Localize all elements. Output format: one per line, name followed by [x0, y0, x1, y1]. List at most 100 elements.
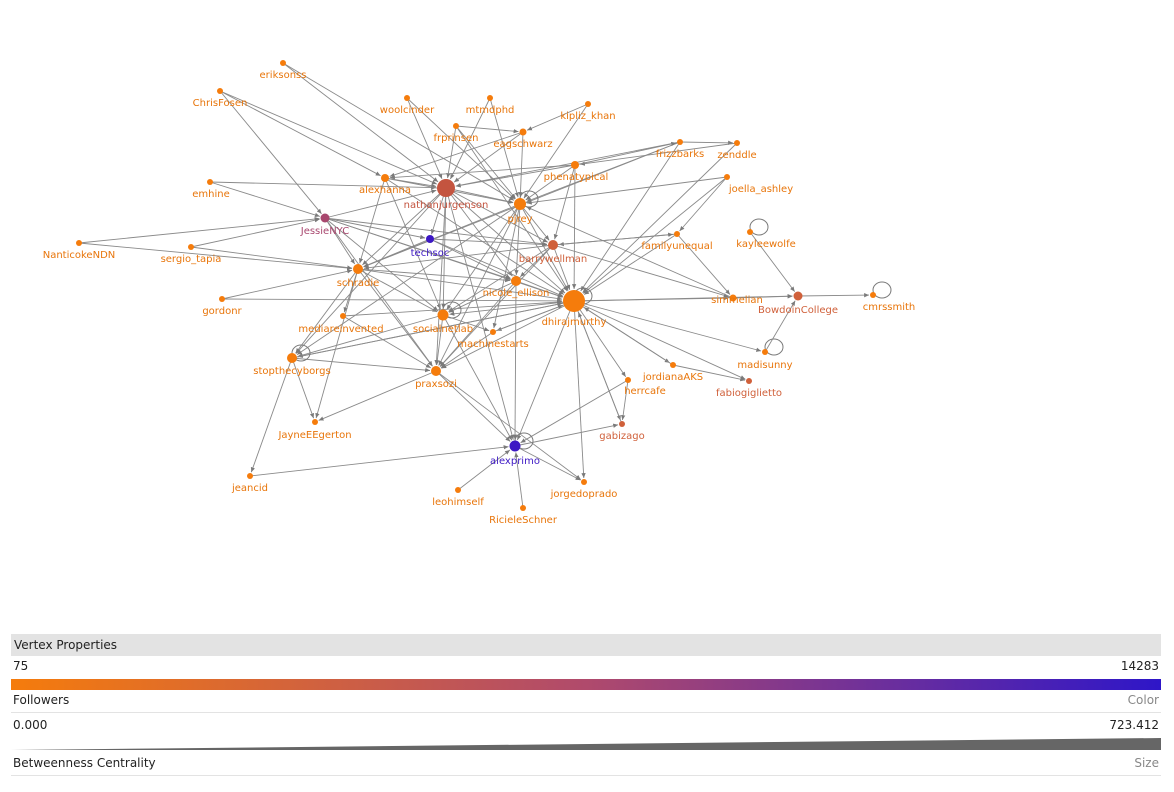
edge-schradie-JayneEEgerton: [315, 268, 359, 419]
node-mtmdphd[interactable]: [487, 95, 493, 101]
node-kipliz_khan[interactable]: [585, 101, 591, 107]
node-socialnetlab[interactable]: [437, 309, 449, 321]
node-stopthecyborgs[interactable]: [287, 353, 297, 363]
edge-JessieNYC-schradie: [324, 217, 356, 265]
edge-jeancid-alexprimo: [249, 445, 509, 477]
node-barrywellman[interactable]: [548, 240, 558, 250]
node-jorgedoprado[interactable]: [581, 479, 587, 485]
node-emhine[interactable]: [207, 179, 213, 185]
node-dhirajmurthy[interactable]: [563, 290, 585, 312]
node-label-stopthecyborgs: stopthecyborgs: [253, 366, 330, 377]
edge-woolcinder-nathanjurgenson: [406, 97, 443, 179]
node-kayleewolfe[interactable]: [747, 229, 753, 235]
size-range-row: 0.000 723.412: [11, 715, 1161, 735]
node-JessieNYC[interactable]: [320, 213, 330, 223]
node-label-techsoc: techsoc: [411, 248, 450, 259]
node-sergio_tapia[interactable]: [188, 244, 194, 250]
edge-gordonr-schradie: [221, 269, 353, 300]
node-leohimself[interactable]: [455, 487, 461, 493]
edge-jordianaAKS-fabiogiglietto: [672, 364, 746, 382]
node-RicieleSchner[interactable]: [520, 505, 526, 511]
node-phenatypical[interactable]: [571, 161, 579, 169]
node-JayneEEgerton[interactable]: [312, 419, 318, 425]
node-label-leohimself: leohimself: [432, 497, 484, 508]
node-NanticokeNDN[interactable]: [76, 240, 82, 246]
edge-zenddle-dhirajmurthy: [582, 142, 738, 293]
node-label-fabiogiglietto: fabiogiglietto: [716, 388, 782, 399]
node-techsoc[interactable]: [426, 235, 434, 243]
edge-herrcafe-alexprimo: [520, 379, 629, 444]
node-fabiogiglietto[interactable]: [746, 378, 752, 384]
edge-jordianaAKS-dhirajmurthy: [583, 307, 674, 366]
node-label-dhirajmurthy: dhirajmurthy: [542, 317, 607, 328]
node-familyunequal[interactable]: [674, 231, 680, 237]
size-max-value: 723.412: [1109, 718, 1159, 732]
node-nathanjurgenson[interactable]: [437, 179, 455, 197]
edge-phenatypical-nathanjurgenson: [455, 164, 576, 188]
node-frprinsen[interactable]: [453, 123, 459, 129]
node-label-familyunequal: familyunequal: [641, 241, 712, 252]
node-zenddle[interactable]: [734, 140, 740, 146]
node-woolcinder[interactable]: [404, 95, 410, 101]
node-label-praxsozi: praxsozi: [415, 379, 457, 390]
edge-JessieNYC-nathanjurgenson: [324, 189, 437, 219]
edge-mediareinvented-praxsozi: [342, 315, 432, 369]
edge-stopthecyborgs-JayneEEgerton: [291, 357, 315, 419]
node-BowdoinCollege[interactable]: [793, 291, 803, 301]
node-joella_ashley[interactable]: [724, 174, 730, 180]
edge-nathanjurgenson-socialnetlab: [441, 187, 447, 309]
edge-socialnetlab-stopthecyborgs: [297, 314, 444, 358]
node-schradie[interactable]: [353, 264, 363, 274]
edge-JessieNYC-nicole_ellison: [324, 217, 511, 280]
node-label-socialnetlab: socialnetlab: [413, 324, 473, 335]
node-pjrey[interactable]: [514, 198, 526, 210]
edge-JessieNYC-barrywellman: [324, 217, 548, 246]
edge-nathanjurgenson-alexprimo: [445, 187, 515, 440]
node-label-zenddle: zenddle: [717, 150, 756, 161]
self-loop-madisunny: [764, 338, 784, 356]
edge-alexhanna-socialnetlab: [384, 177, 441, 310]
node-simmelian[interactable]: [729, 294, 737, 302]
node-eagschwarz[interactable]: [519, 128, 527, 136]
node-ChrisFosen[interactable]: [217, 88, 223, 94]
node-label-mediareinvented: mediareinvented: [298, 324, 383, 335]
color-field-name: Followers: [13, 693, 70, 707]
node-label-schradie: schradie: [337, 278, 380, 289]
edge-praxsozi-jorgedoprado: [435, 370, 582, 480]
node-praxsozi[interactable]: [431, 366, 441, 376]
edge-schradie-dhirajmurthy: [357, 268, 563, 301]
edge-gabizago-dhirajmurthy: [577, 312, 623, 425]
node-eriksonss[interactable]: [280, 60, 286, 66]
node-alexprimo[interactable]: [509, 440, 521, 452]
edge-ChrisFosen-nathanjurgenson: [219, 90, 437, 185]
node-label-kayleewolfe: kayleewolfe: [736, 239, 796, 250]
node-label-jeancid: jeancid: [231, 483, 268, 494]
edge-pjrey-praxsozi: [438, 203, 521, 366]
node-nicole_ellison[interactable]: [511, 276, 521, 286]
node-madisunny[interactable]: [762, 349, 768, 355]
edge-dhirajmurthy-fabiogiglietto: [573, 300, 746, 380]
node-frizzbarks[interactable]: [677, 139, 683, 145]
node-herrcafe[interactable]: [625, 377, 631, 383]
node-label-ChrisFosen: ChrisFosen: [193, 98, 248, 109]
node-jeancid[interactable]: [247, 473, 253, 479]
size-property-label: Size: [1134, 756, 1159, 770]
color-property-label: Color: [1127, 693, 1159, 707]
edge-frprinsen-eagschwarz: [455, 125, 519, 134]
node-label-sergio_tapia: sergio_tapia: [161, 254, 222, 265]
edge-schradie-socialnetlab: [357, 268, 438, 313]
node-gordonr[interactable]: [219, 296, 225, 302]
edge-alexprimo-gabizago: [514, 423, 619, 447]
node-mediareinvented[interactable]: [340, 313, 346, 319]
edge-pjrey-stopthecyborgs: [296, 203, 521, 355]
edges-layer: [78, 62, 892, 509]
node-gabizago[interactable]: [619, 421, 625, 427]
edge-pjrey-nicole_ellison: [514, 203, 521, 276]
node-alexhanna[interactable]: [381, 174, 389, 182]
node-label-jorgedoprado: jorgedoprado: [550, 489, 618, 500]
node-jordianaAKS[interactable]: [670, 362, 676, 368]
node-cmrssmith[interactable]: [870, 292, 876, 298]
node-machinestarts[interactable]: [490, 329, 496, 335]
edge-joella_ashley-familyunequal: [679, 176, 728, 232]
